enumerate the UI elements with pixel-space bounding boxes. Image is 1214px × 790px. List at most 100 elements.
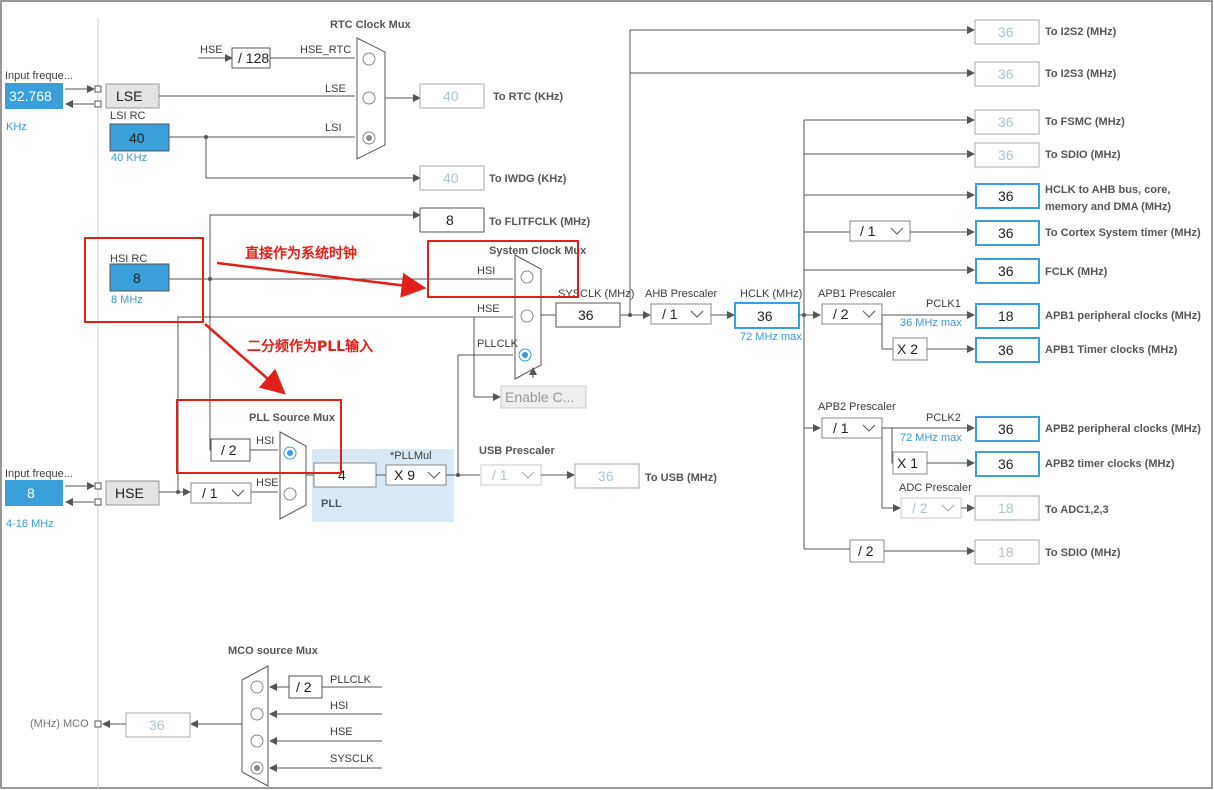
lse-block-label: LSE bbox=[116, 88, 142, 104]
svg-text:FCLK (MHz): FCLK (MHz) bbox=[1045, 266, 1108, 278]
mco-hsi-label: HSI bbox=[330, 700, 348, 712]
apb2-prescaler-value: / 1 bbox=[833, 420, 849, 436]
hclk-label: HCLK (MHz) bbox=[740, 288, 802, 300]
lse-unit: KHz bbox=[6, 121, 27, 133]
pll-input-box bbox=[313, 462, 377, 488]
hsi-unit: 8 MHz bbox=[111, 294, 143, 306]
usb-prescaler-title: USB Prescaler bbox=[479, 445, 556, 457]
cortex-prescaler-value: / 1 bbox=[860, 223, 876, 239]
pclk2-label: PCLK2 bbox=[926, 412, 961, 424]
sysmux-hse-label: HSE bbox=[477, 303, 500, 315]
hse-input-label: Input freque... bbox=[5, 468, 73, 480]
flit-output-value: 8 bbox=[446, 212, 454, 228]
svg-text:APB2 timer clocks (MHz): APB2 timer clocks (MHz) bbox=[1045, 458, 1175, 470]
apb1-prescaler-value: / 2 bbox=[833, 306, 849, 322]
cortex-prescaler-select[interactable] bbox=[849, 220, 911, 242]
output-sdio2: 18 To SDIO (MHz) bbox=[974, 539, 1121, 565]
apb1-prescaler-select[interactable] bbox=[821, 303, 883, 325]
chevron-down-icon bbox=[890, 227, 904, 235]
hse-prediv-select[interactable] bbox=[190, 482, 252, 504]
lsi-unit: 40 KHz bbox=[111, 152, 147, 164]
mco-source-mux[interactable] bbox=[241, 665, 269, 787]
hsi-value-box bbox=[109, 263, 170, 292]
pll-src-mux-title: PLL Source Mux bbox=[249, 412, 336, 424]
output-i2s2: 36 To I2S2 (MHz) bbox=[974, 19, 1117, 45]
annotation-arrow-half bbox=[204, 323, 286, 395]
chevron-down-icon bbox=[862, 424, 876, 432]
usb-prescaler-select[interactable] bbox=[480, 464, 542, 486]
output-fsmc: 36 To FSMC (MHz) bbox=[974, 109, 1125, 135]
svg-text:APB2 peripheral clocks (MHz): APB2 peripheral clocks (MHz) bbox=[1045, 423, 1201, 435]
mco-output-label: (MHz) MCO bbox=[30, 718, 89, 730]
rtc-hse-label: HSE bbox=[200, 44, 223, 56]
svg-text:To I2S2 (MHz): To I2S2 (MHz) bbox=[1045, 26, 1117, 38]
svg-text:36: 36 bbox=[998, 188, 1014, 204]
apb2-prescaler-title: APB2 Prescaler bbox=[818, 401, 896, 413]
lse-input-field[interactable] bbox=[5, 83, 63, 109]
svg-text:18: 18 bbox=[998, 500, 1014, 516]
ahb-prescaler-title: AHB Prescaler bbox=[645, 288, 717, 300]
adc-prescaler-title: ADC Prescaler bbox=[899, 482, 972, 494]
chevron-down-icon bbox=[862, 310, 876, 318]
mco-sysclk-label: SYSCLK bbox=[330, 753, 374, 765]
pllsrc-highlight-box bbox=[176, 399, 342, 474]
apb2-max: 72 MHz max bbox=[900, 432, 962, 444]
flit-output-box bbox=[419, 207, 485, 233]
iwdg-output-box bbox=[419, 165, 485, 191]
sysmux-highlight-box bbox=[427, 240, 579, 298]
sysclk-box bbox=[555, 302, 621, 328]
output-apb2-periph: 36 APB2 peripheral clocks (MHz) bbox=[975, 416, 1201, 442]
svg-text:To SDIO (MHz): To SDIO (MHz) bbox=[1045, 149, 1121, 161]
pllsrc-hsi-label: HSI bbox=[256, 435, 274, 447]
sysmux-hsi-label: HSI bbox=[477, 265, 495, 277]
svg-text:To I2S3 (MHz): To I2S3 (MHz) bbox=[1045, 68, 1117, 80]
output-cortex: 36 To Cortex System timer (MHz) bbox=[975, 220, 1201, 246]
hsi-value: 8 bbox=[133, 270, 141, 286]
pll-source-mux[interactable] bbox=[279, 431, 307, 520]
usb-output-box bbox=[574, 463, 640, 489]
svg-text:HCLK to AHB bus, core,: HCLK to AHB bus, core, bbox=[1045, 184, 1171, 196]
enable-css-button[interactable] bbox=[500, 385, 587, 409]
output-adc: 18 To ADC1,2,3 bbox=[974, 495, 1109, 521]
mco-pllclk-label: PLLCLK bbox=[330, 674, 372, 686]
output-apb1-periph: 18 APB1 peripheral clocks (MHz) bbox=[975, 303, 1201, 329]
hse-prediv-value: / 1 bbox=[202, 485, 218, 501]
chevron-down-icon bbox=[690, 310, 704, 318]
annotation-arrow-direct bbox=[216, 261, 427, 298]
hse-input-value: 8 bbox=[27, 485, 35, 501]
rtc-lsi-label: LSI bbox=[325, 122, 342, 134]
apb2-prescaler-select[interactable] bbox=[821, 417, 883, 439]
hse-block-label: HSE bbox=[115, 485, 144, 501]
mco-output-value: 36 bbox=[149, 717, 165, 733]
svg-text:18: 18 bbox=[998, 544, 1014, 560]
hse-input-field[interactable] bbox=[5, 480, 63, 506]
rtc-output-label: To RTC (KHz) bbox=[493, 91, 563, 103]
hclk-max: 72 MHz max bbox=[740, 331, 802, 343]
usb-output-value: 36 bbox=[598, 468, 614, 484]
svg-text:36: 36 bbox=[998, 66, 1014, 82]
svg-text:18: 18 bbox=[998, 308, 1014, 324]
lse-input-label: Input freque... bbox=[5, 70, 73, 82]
hclk-box[interactable] bbox=[734, 302, 800, 329]
pllmul-value: X 9 bbox=[394, 467, 415, 483]
svg-text:36: 36 bbox=[998, 421, 1014, 437]
lsi-value: 40 bbox=[129, 130, 145, 146]
mco-mux-title: MCO source Mux bbox=[228, 645, 319, 657]
chevron-down-icon bbox=[521, 471, 535, 479]
ahb-prescaler-select[interactable] bbox=[650, 303, 712, 325]
svg-text:36: 36 bbox=[998, 263, 1014, 279]
pllmul-title: *PLLMul bbox=[390, 450, 432, 462]
usb-output-label: To USB (MHz) bbox=[645, 472, 717, 484]
pll-input-value: 4 bbox=[338, 467, 346, 483]
hse-block bbox=[105, 480, 160, 506]
rtc-mux-title: RTC Clock Mux bbox=[330, 19, 412, 31]
iwdg-output-label: To IWDG (KHz) bbox=[489, 173, 567, 185]
rtc-lse-label: LSE bbox=[325, 83, 346, 95]
mco-output-box bbox=[125, 712, 191, 738]
adc-prescaler-select[interactable] bbox=[900, 497, 962, 519]
hsi-div2: / 2 bbox=[221, 442, 237, 458]
lsi-label: LSI RC bbox=[110, 110, 146, 122]
lsi-value-box bbox=[109, 123, 170, 152]
hclk-value: 36 bbox=[757, 308, 773, 324]
